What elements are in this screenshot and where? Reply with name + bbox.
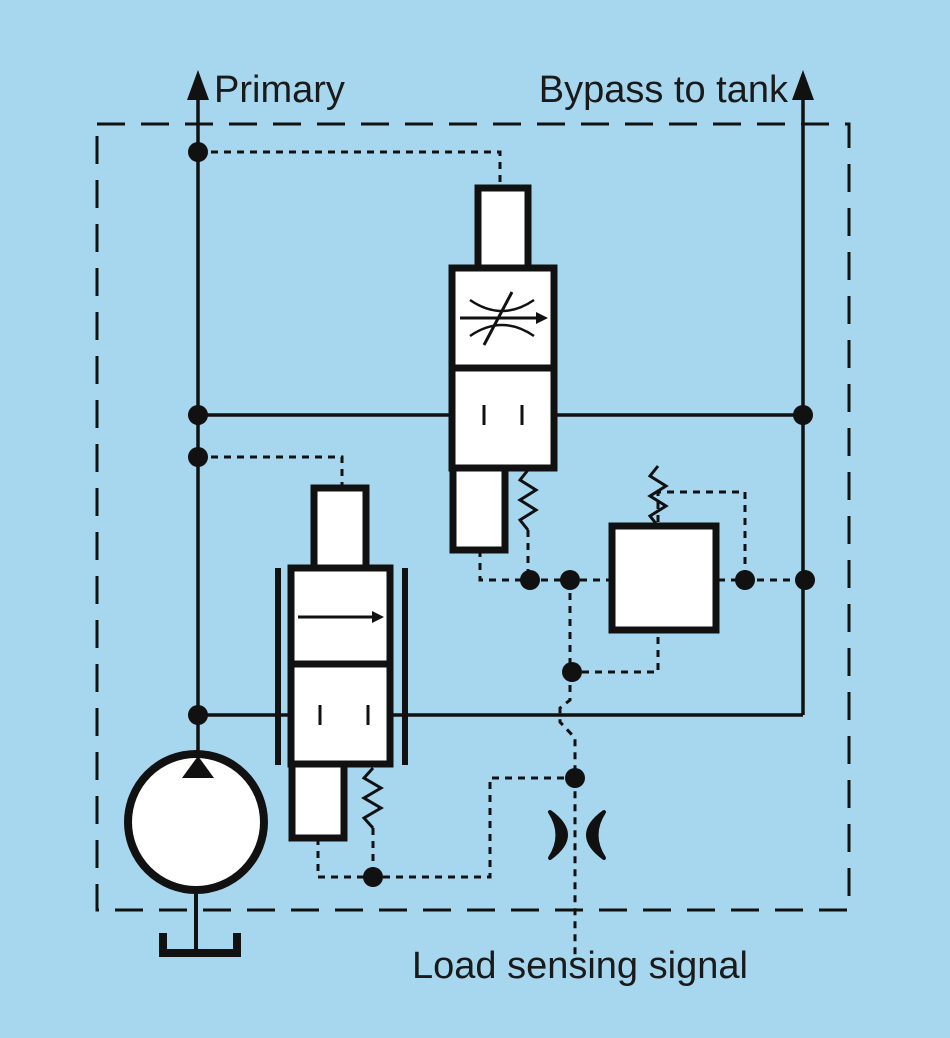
junction-dots xyxy=(188,142,815,887)
bypass-label: Bypass to tank xyxy=(539,69,789,111)
primary-label: Primary xyxy=(214,69,345,111)
tank xyxy=(159,933,241,957)
primary-arrow xyxy=(187,70,209,100)
load-sensing-label: Load sensing signal xyxy=(412,945,748,987)
flow-valve xyxy=(275,484,408,842)
bypass-arrow xyxy=(792,70,814,100)
relief-valve xyxy=(608,465,720,634)
hydraulic-pump xyxy=(124,750,268,950)
system-boundary xyxy=(95,122,851,912)
orifice xyxy=(548,810,606,860)
priority-valve xyxy=(448,184,558,554)
